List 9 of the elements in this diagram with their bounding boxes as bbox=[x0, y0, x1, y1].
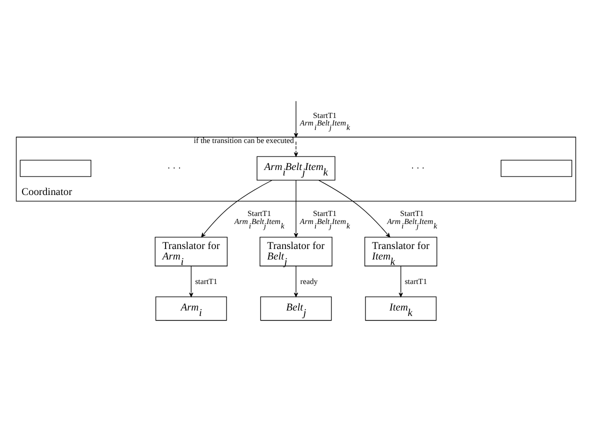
label: · · · bbox=[410, 162, 425, 173]
arrow bbox=[294, 180, 298, 238]
node-box bbox=[500, 160, 572, 177]
label: · · · bbox=[167, 162, 182, 173]
arrow bbox=[189, 266, 194, 298]
arrow bbox=[398, 266, 403, 298]
node-box bbox=[20, 160, 92, 177]
arrow bbox=[294, 266, 298, 298]
arrow bbox=[201, 180, 272, 238]
